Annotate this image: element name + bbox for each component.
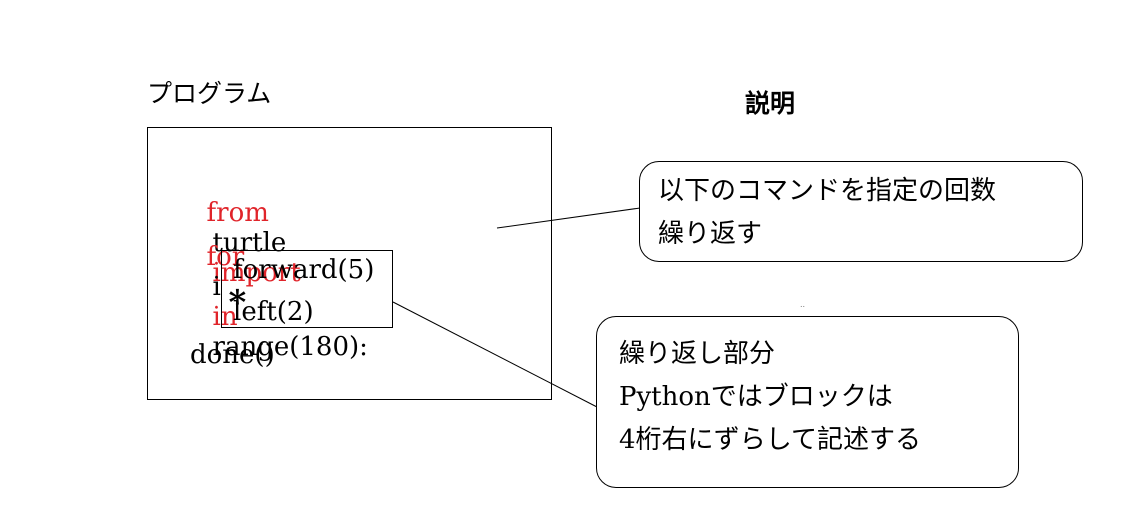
code-line-done: done() bbox=[190, 340, 275, 370]
keyword-for: for bbox=[206, 242, 245, 272]
keyword-import: import bbox=[212, 258, 301, 288]
callout-block-line-3: 4桁右にずらして記述する bbox=[619, 425, 922, 455]
callout-block-explanation: 繰り返し部分 Pythonではブロックは 4桁右にずらして記述する bbox=[596, 316, 1019, 488]
program-heading: プログラム bbox=[147, 79, 272, 108]
loop-variable: i bbox=[212, 272, 221, 302]
code-line-left: left(2) bbox=[233, 297, 314, 327]
explanation-heading: 説明 bbox=[745, 89, 796, 118]
callout-loop-explanation: 以下のコマンドを指定の回数 繰り返す bbox=[639, 161, 1083, 262]
callout-loop-line-1: 以下のコマンドを指定の回数 bbox=[658, 176, 997, 206]
range-call: range(180): bbox=[212, 332, 368, 362]
code-box bbox=[147, 127, 552, 400]
code-line-for: for i in range(180): bbox=[190, 212, 368, 362]
callout-block-line-1: 繰り返し部分 bbox=[619, 339, 776, 369]
keyword-from: from bbox=[206, 198, 269, 228]
loop-body-box bbox=[221, 250, 393, 328]
code-line-import: from turtle import * bbox=[190, 168, 301, 321]
code-line-forward: forward(5) bbox=[233, 255, 375, 285]
stray-dots: .. bbox=[800, 300, 806, 309]
callout-block-line-2: Pythonではブロックは bbox=[619, 382, 893, 412]
callout-loop-line-2: 繰り返す bbox=[658, 219, 763, 249]
wildcard-star: * bbox=[228, 283, 247, 323]
module-name: turtle bbox=[212, 228, 287, 258]
